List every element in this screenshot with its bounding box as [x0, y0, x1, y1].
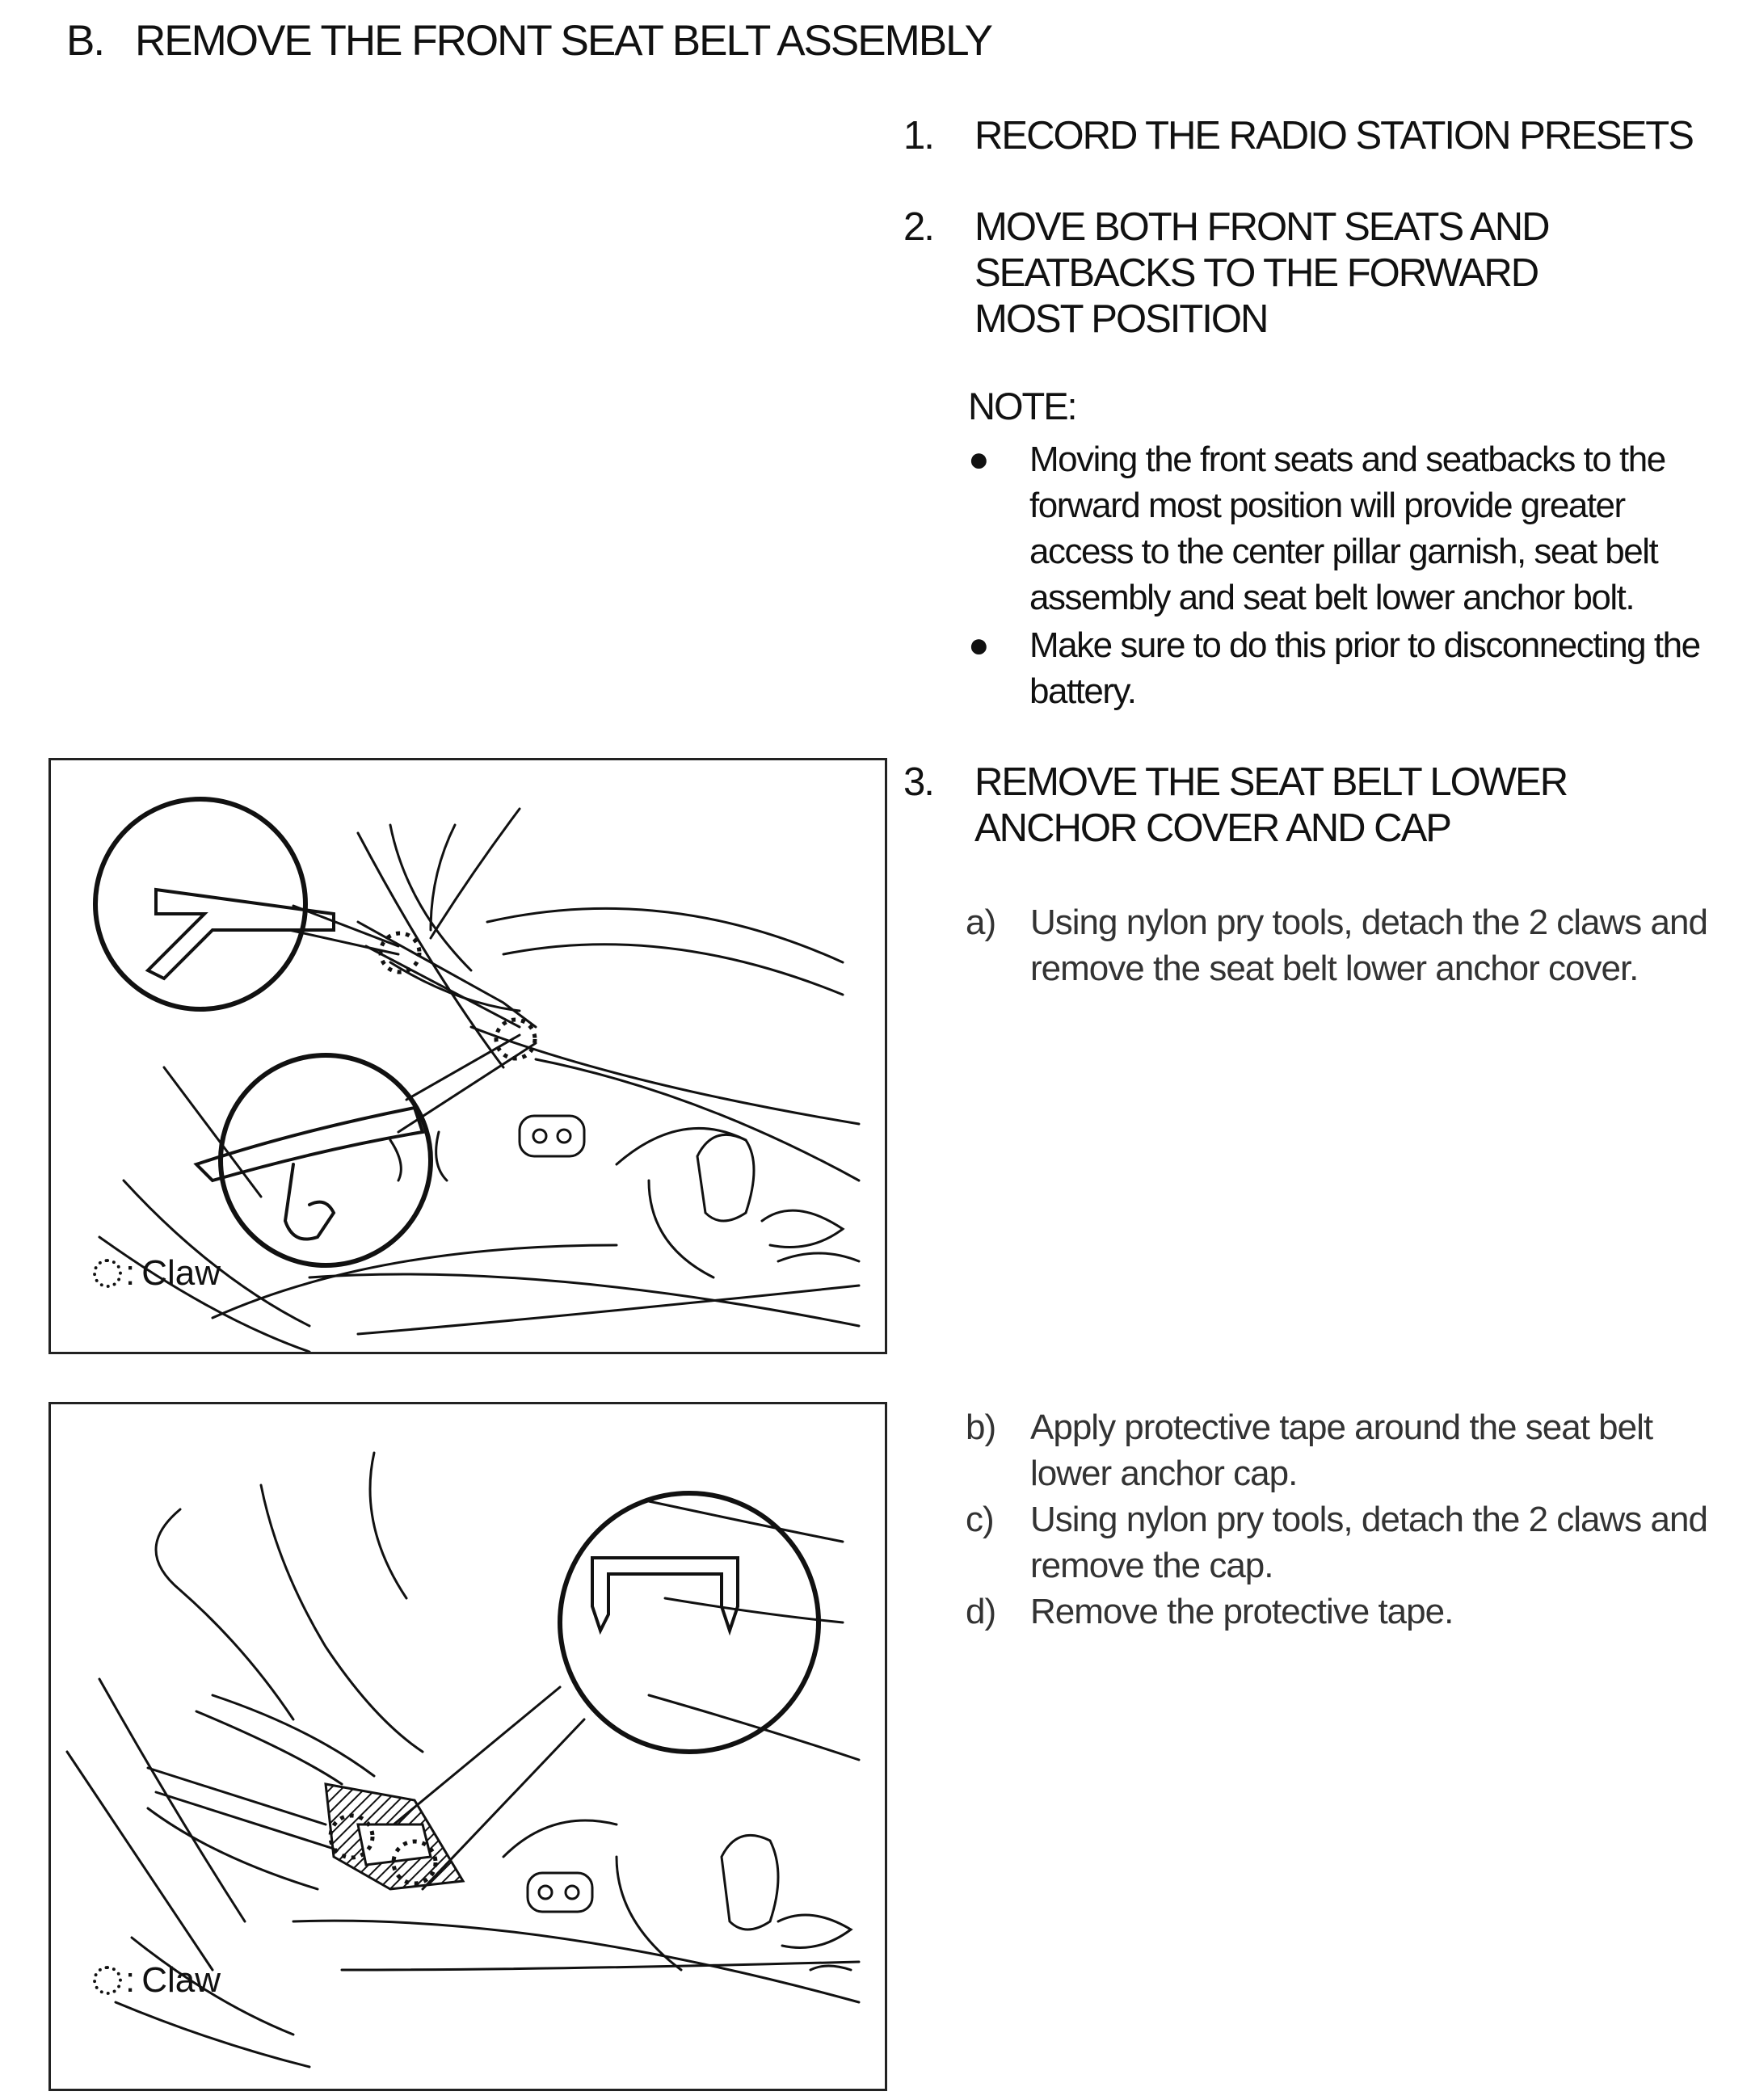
substep-text: Using nylon pry tools, detach the 2 claw… [1030, 903, 1708, 988]
step-1: 1. RECORD THE RADIO STATION PRESETS [903, 113, 1736, 162]
legend-symbol: : [125, 1960, 136, 2000]
step-number: 3. [903, 760, 935, 804]
note-bullet-text: Make sure to do this prior to disconnect… [1029, 625, 1701, 711]
note-heading: NOTE: [968, 385, 1078, 427]
section-letter: B. [66, 17, 105, 65]
claw-marker-icon [391, 1839, 438, 1886]
step-number: 1. [903, 114, 935, 158]
substep-a: a) Using nylon pry tools, detach the 2 c… [966, 899, 1741, 996]
step-text: MOVE BOTH FRONT SEATS AND SEATBACKS TO T… [974, 205, 1551, 341]
substep-c: c) Using nylon pry tools, detach the 2 c… [966, 1496, 1741, 1593]
note-bullet-text: Moving the front seats and seatbacks to … [1029, 440, 1666, 617]
step-number: 2. [903, 205, 935, 249]
step-3: 3. REMOVE THE SEAT BELT LOWER ANCHOR COV… [903, 760, 1736, 856]
step-text: REMOVE THE SEAT BELT LOWER ANCHOR COVER … [974, 760, 1568, 850]
figure-legend: : Claw [93, 1253, 221, 1294]
legend-text: Claw [141, 1960, 221, 2000]
substep-b: b) Apply protective tape around the seat… [966, 1404, 1741, 1501]
substep-label: c) [966, 1500, 995, 1539]
substep-label: d) [966, 1592, 996, 1631]
figure-anchor-cover: : Claw [48, 758, 887, 1354]
substep-text: Using nylon pry tools, detach the 2 claw… [1030, 1500, 1708, 1585]
legend-text: Claw [141, 1253, 221, 1293]
step-2: 2. MOVE BOTH FRONT SEATS AND SEATBACKS T… [903, 204, 1736, 350]
bullet-dot-icon: ● [968, 625, 990, 665]
claw-marker-icon [378, 931, 422, 974]
substep-text: Apply protective tape around the seat be… [1030, 1408, 1653, 1493]
substep-text: Remove the protective tape. [1030, 1592, 1454, 1631]
dotted-circle-icon [93, 1966, 122, 1995]
claw-marker-icon [494, 1017, 537, 1061]
step-text: RECORD THE RADIO STATION PRESETS [974, 114, 1694, 158]
section-title-text: REMOVE THE FRONT SEAT BELT ASSEMBLY [135, 17, 993, 65]
seat-belt-anchor-cap-illustration [65, 1451, 861, 2068]
dotted-circle-icon [93, 1259, 122, 1288]
legend-symbol: : [125, 1253, 136, 1293]
seat-belt-anchor-cover-illustration [93, 797, 861, 1352]
substep-label: a) [966, 903, 996, 942]
note-bullet-2: ● Make sure to do this prior to disconne… [968, 622, 1736, 719]
claw-marker-icon [328, 1813, 375, 1860]
bullet-dot-icon: ● [968, 440, 990, 479]
section-title: B. REMOVE THE FRONT SEAT BELT ASSEMBLY [66, 16, 993, 65]
substep-d: d) Remove the protective tape. [966, 1589, 1741, 1637]
figure-legend: : Claw [93, 1960, 221, 2001]
note-bullet-1: ● Moving the front seats and seatbacks t… [968, 436, 1736, 622]
substep-label: b) [966, 1408, 996, 1447]
figure-anchor-cap: : Claw [48, 1402, 887, 2091]
